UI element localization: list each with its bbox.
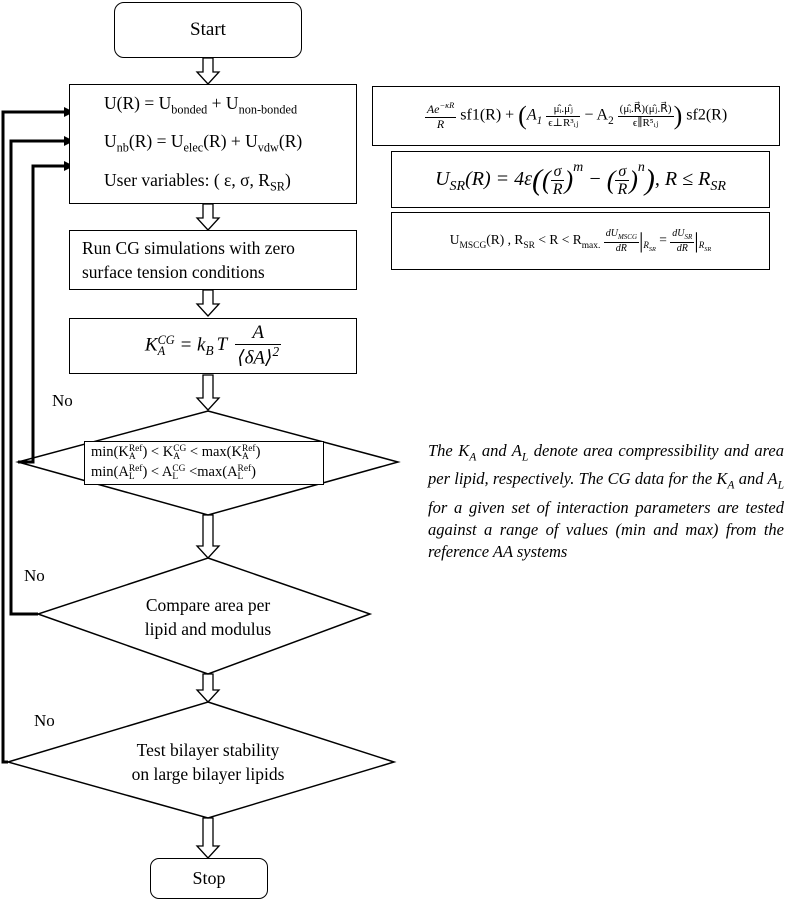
feedback-line-1 — [18, 161, 74, 464]
decision-diamond-2 — [35, 557, 373, 675]
start-node: Start — [114, 2, 302, 58]
run-cg-line-2: surface tension conditions — [82, 262, 265, 282]
block-arrow-5 — [195, 514, 221, 559]
run-cg-box: Run CG simulations with zero surface ten… — [69, 230, 357, 290]
no-label-2: No — [24, 566, 45, 585]
block-arrow-1 — [195, 57, 221, 85]
run-cg-line-1: Run CG simulations with zero — [82, 238, 295, 258]
block-arrow-7 — [195, 817, 221, 859]
decision-diamond-3 — [5, 701, 397, 819]
compare-label-line-1: Compare area per — [145, 595, 271, 615]
interaction-terms-box: U(R) = Ubonded + Unon-bonded Unb(R) = Ue… — [69, 84, 357, 204]
start-label: Start — [190, 19, 226, 40]
no-label-3: No — [34, 711, 55, 730]
stability-label-line-2: on large bilayer lipids — [131, 764, 285, 784]
user-variables-line: User variables: ( ε, σ, RSR) — [104, 170, 291, 194]
block-arrow-4 — [195, 374, 221, 411]
potential-total-equation: U(R) = Ubonded + Unon-bonded — [104, 93, 298, 117]
stop-label: Stop — [192, 868, 226, 888]
stop-node: Stop — [150, 858, 268, 899]
nonbonded-equation: Unb(R) = Uelec(R) + Uvdw(R) — [104, 131, 303, 155]
no-label-1: No — [52, 391, 73, 410]
block-arrow-6 — [195, 673, 221, 703]
block-arrows — [195, 57, 221, 859]
feedback-line-3 — [1, 107, 74, 764]
stability-label-line-1: Test bilayer stability — [136, 740, 280, 760]
block-arrow-2 — [195, 203, 221, 231]
compare-label-line-2: lipid and modulus — [144, 619, 272, 639]
feedback-line-2 — [9, 136, 74, 616]
block-arrow-3 — [195, 289, 221, 317]
note-paragraph: The KA and AL denote area compressibilit… — [428, 441, 784, 561]
